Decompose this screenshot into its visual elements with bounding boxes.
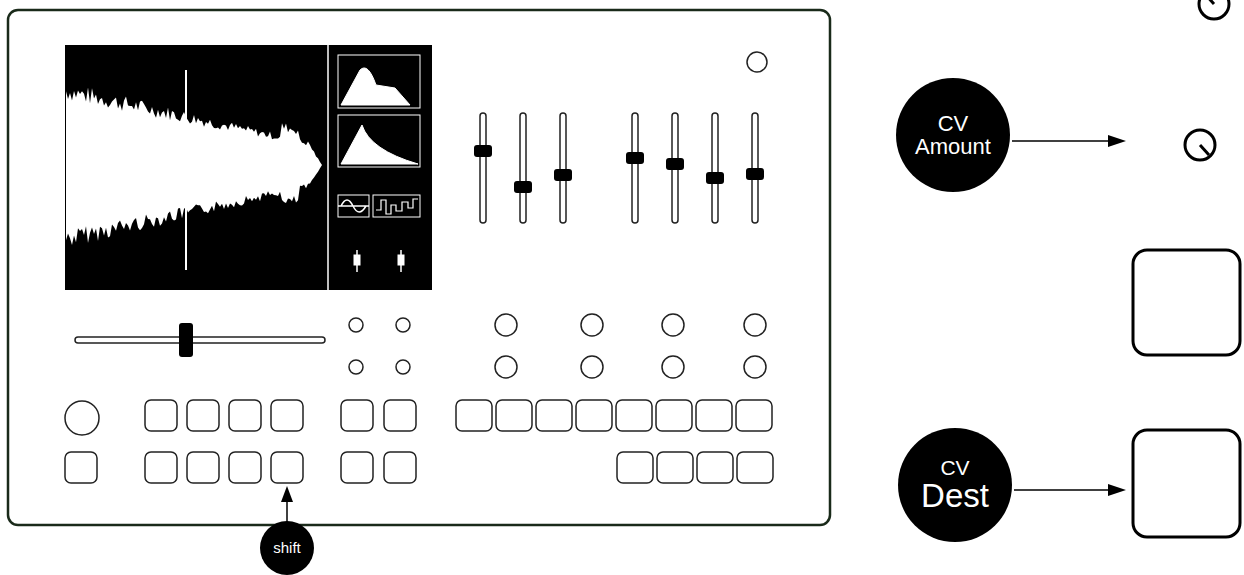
knob xyxy=(744,356,766,378)
waveform xyxy=(66,88,322,246)
crossfader-track xyxy=(75,337,325,343)
play-button xyxy=(65,401,99,435)
fader-track xyxy=(712,113,718,223)
callout-label: Dest xyxy=(921,479,989,514)
knob xyxy=(662,314,684,336)
knob xyxy=(662,356,684,378)
fader-handle xyxy=(474,145,492,157)
knob xyxy=(495,314,517,336)
button xyxy=(616,400,652,431)
crossfader-handle xyxy=(179,323,193,357)
button xyxy=(657,452,693,483)
button xyxy=(341,452,373,483)
screen xyxy=(65,45,432,290)
button xyxy=(65,452,97,483)
callout-circle: CV Amount xyxy=(896,78,1010,192)
callout-label: CV xyxy=(940,457,969,479)
button xyxy=(341,400,373,431)
screen-icons xyxy=(338,55,420,272)
knob xyxy=(495,356,517,378)
callout-label: CV Amount xyxy=(907,112,999,158)
callout-circle: CVDest xyxy=(898,428,1012,542)
fader-track xyxy=(480,113,486,223)
zoom-details xyxy=(1133,0,1240,537)
fader-handle xyxy=(514,181,532,193)
button xyxy=(229,400,261,431)
callout-label: shift xyxy=(273,540,301,556)
knobs xyxy=(349,314,766,378)
button xyxy=(576,400,612,431)
button xyxy=(271,452,303,483)
fader-track xyxy=(520,113,526,223)
fader-track xyxy=(560,113,566,223)
small-knob xyxy=(349,360,363,374)
button xyxy=(696,400,732,431)
panel-housing xyxy=(8,10,830,525)
button xyxy=(384,452,416,483)
fader-handle xyxy=(554,169,572,181)
led xyxy=(747,52,767,72)
faders xyxy=(474,113,764,223)
button xyxy=(271,400,303,431)
knob xyxy=(744,314,766,336)
small-knob xyxy=(396,318,410,332)
buttons xyxy=(65,400,773,483)
button xyxy=(736,400,772,431)
button xyxy=(656,400,692,431)
button xyxy=(496,400,532,431)
fader-handle xyxy=(746,168,764,180)
button xyxy=(456,400,492,431)
fader-handle xyxy=(706,172,724,184)
callout-circle: shift xyxy=(260,521,314,575)
button xyxy=(697,452,733,483)
fader-track xyxy=(632,113,638,223)
screen-divider xyxy=(327,45,329,290)
small-knob xyxy=(396,360,410,374)
button xyxy=(145,452,177,483)
button xyxy=(384,400,416,431)
button xyxy=(187,400,219,431)
button xyxy=(617,452,653,483)
button xyxy=(145,400,177,431)
button xyxy=(536,400,572,431)
button xyxy=(229,452,261,483)
playhead xyxy=(185,70,187,270)
fader-handle xyxy=(626,152,644,164)
button xyxy=(187,452,219,483)
small-knob xyxy=(349,318,363,332)
knob xyxy=(581,314,603,336)
fader-handle xyxy=(666,158,684,170)
knob xyxy=(581,356,603,378)
button xyxy=(737,452,773,483)
